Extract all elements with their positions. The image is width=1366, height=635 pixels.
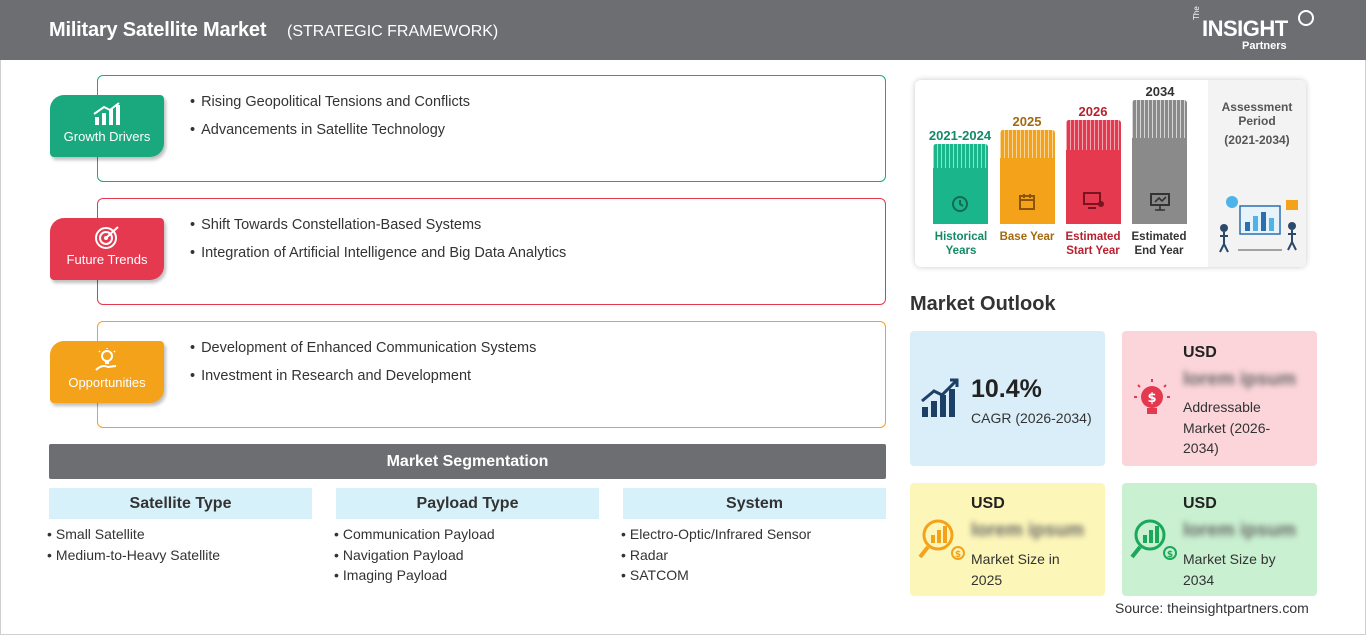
growth-drivers-card: Rising Geopolitical Tensions and Conflic… [97,75,886,182]
page-subtitle: (STRATEGIC FRAMEWORK) [287,23,499,40]
list-item: SATCOM [621,567,811,588]
estimated-end-year-value: 2034 [1145,84,1175,99]
list-item: Imaging Payload [334,567,495,588]
list-item: Electro-Optic/Infrared Sensor [621,526,811,547]
source-credit[interactable]: Source: theinsightpartners.com [1115,600,1309,616]
cagr-label: CAGR (2026-2034) [971,410,1092,426]
logo-sub-text: Partners [1242,40,1287,52]
future-trends-label: Future Trends [66,252,148,267]
historical-years-bar [933,144,988,224]
base-year-bar [1000,130,1055,224]
magnifier-growth-icon: $ [1130,519,1177,560]
assessment-period-label: Assessment Period [1221,100,1293,128]
opportunities-label: Opportunities [68,375,146,390]
target-icon [95,226,119,249]
estimated-start-year-value: 2026 [1078,104,1108,119]
size-2034-currency: USD [1183,495,1217,512]
opportunities-card: Development of Enhanced Communication Sy… [97,321,886,428]
opportunities-list: Development of Enhanced Communication Sy… [190,340,536,396]
satellite-type-list: Small Satellite Medium-to-Heavy Satellit… [47,526,220,567]
estimated-end-year-bar [1132,100,1187,224]
historical-years-caption: Historical Years [934,231,988,257]
list-item: Development of Enhanced Communication Sy… [190,340,536,368]
svg-text:$: $ [1167,550,1173,560]
size-2025-label: Market Size in 2025 [971,551,1060,588]
historical-years-range: 2021-2024 [928,128,992,143]
estimated-start-year-bar [1066,120,1121,224]
market-segmentation-bar: Market Segmentation [49,444,886,479]
size-2025-value: lorem ipsum [971,520,1084,541]
system-list: Electro-Optic/Infrared Sensor Radar SATC… [621,526,811,588]
base-year-value: 2025 [1012,114,1042,129]
size-2034-label: Market Size by 2034 [1183,551,1276,588]
addressable-label: Addressable Market (2026-2034) [1183,399,1271,456]
logo-the-text: The [1192,6,1201,20]
assessment-period-panel: Assessment Period (2021-2034) [1208,80,1306,267]
size-2034-value: lorem ipsum [1183,520,1296,541]
analyst-dashboard-icon [1219,196,1298,253]
opportunities-badge: Opportunities [50,341,164,403]
header-bar: Military Satellite Market (STRATEGIC FRA… [0,0,1366,60]
logo-main-text: INSIGHT [1202,16,1288,41]
growth-drivers-list: Rising Geopolitical Tensions and Conflic… [190,94,470,150]
history-clock-icon [952,196,968,212]
presentation-board-icon [1150,193,1170,211]
future-trends-list: Shift Towards Constellation-Based System… [190,217,566,273]
page-title: Military Satellite Market [49,19,267,41]
logo-ring-icon [1298,10,1314,26]
calendar-icon [1019,194,1035,210]
base-year-caption: Base Year [999,231,1055,243]
payload-type-list: Communication Payload Navigation Payload… [334,526,495,588]
svg-text:$: $ [1147,391,1156,406]
list-item: Medium-to-Heavy Satellite [47,547,220,568]
list-item: Integration of Artificial Intelligence a… [190,245,566,273]
list-item: Shift Towards Constellation-Based System… [190,217,566,245]
analytics-monitor-icon [1083,192,1104,209]
assessment-timeline: 2021-2024 Historical Years 2025 Base Yea… [915,80,1306,267]
size-2025-currency: USD [971,495,1005,512]
insight-partners-logo[interactable]: The INSIGHT Partners [1192,6,1314,54]
lightbulb-hand-icon [95,348,117,371]
list-item: Investment in Research and Development [190,368,536,396]
addressable-currency: USD [1183,344,1217,361]
market-size-2034-card: $ USD lorem ipsum Market Size by 2034 [1122,483,1317,596]
list-item: Small Satellite [47,526,220,547]
segment-heading-satellite-type: Satellite Type [49,488,312,519]
segment-heading-system: System [623,488,886,519]
growth-arrow-chart-icon [921,378,959,417]
market-size-2025-card: $ USD lorem ipsum Market Size in 2025 [910,483,1105,596]
addressable-value: lorem ipsum [1183,369,1296,390]
cagr-value: 10.4% [971,375,1042,403]
future-trends-badge: Future Trends [50,218,164,280]
growth-drivers-label: Growth Drivers [63,129,151,144]
dollar-lightbulb-icon: $ [1134,379,1170,414]
list-item: Communication Payload [334,526,495,547]
list-item: Navigation Payload [334,547,495,568]
estimated-end-year-caption: Estimated End Year [1131,231,1187,257]
future-trends-card: Shift Towards Constellation-Based System… [97,198,886,305]
cagr-card: 10.4% CAGR (2026-2034) [910,331,1105,466]
list-item: Radar [621,547,811,568]
svg-text:$: $ [955,550,961,560]
magnifier-chart-icon: $ [918,519,965,560]
segment-heading-payload-type: Payload Type [336,488,599,519]
assessment-period-range: (2021-2034) [1224,133,1290,147]
growth-drivers-badge: Growth Drivers [50,95,164,157]
growth-chart-icon [93,102,120,125]
market-outlook-title: Market Outlook [910,293,1056,315]
estimated-start-year-caption: Estimated Start Year [1065,231,1121,257]
list-item: Advancements in Satellite Technology [190,122,470,150]
addressable-market-card: $ USD lorem ipsum Addressable Market (20… [1122,331,1317,466]
list-item: Rising Geopolitical Tensions and Conflic… [190,94,470,122]
